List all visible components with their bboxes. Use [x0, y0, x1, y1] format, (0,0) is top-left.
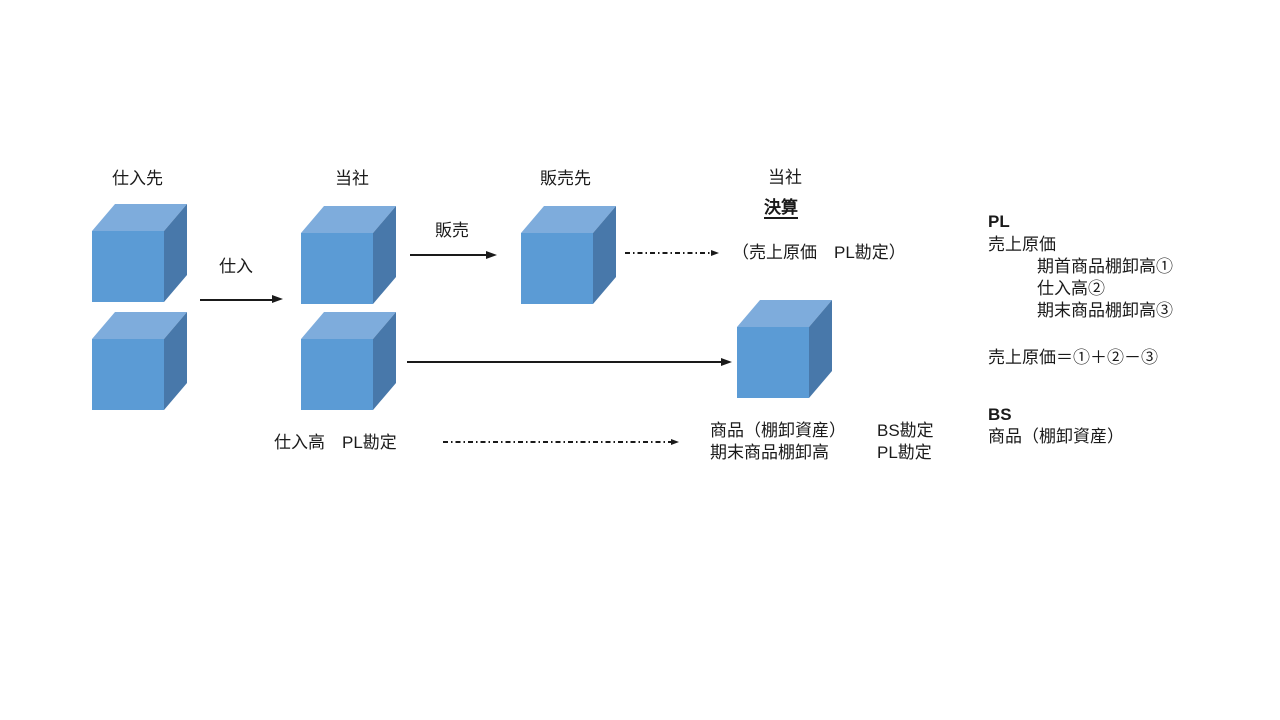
inventory-arrow-line	[407, 361, 722, 363]
inventory-row-account: BS勘定	[877, 421, 934, 440]
cogs-dashdot-head-icon	[711, 249, 719, 256]
pl-header: PL	[988, 212, 1010, 231]
cube-front-face	[92, 231, 164, 302]
sales-arrow-line	[410, 254, 487, 256]
company-label: 当社	[335, 169, 369, 188]
company-cube-2	[301, 312, 396, 410]
inventory-row: 商品（棚卸資産） BS勘定	[710, 420, 934, 442]
sales-arrow-head-icon	[486, 250, 497, 259]
pl-subitem-closing-inventory: 期末商品棚卸高③	[1037, 301, 1173, 320]
cube-front-face	[92, 339, 164, 410]
pl-subitem-opening-inventory: 期首商品棚卸高①	[1037, 257, 1173, 276]
cube-top-face	[92, 312, 187, 339]
supplier-cube-2	[92, 312, 187, 410]
cube-side-face	[593, 206, 616, 304]
cube-top-face	[92, 204, 187, 231]
pl-subitem-purchases: 仕入高②	[1037, 279, 1105, 298]
cube-front-face	[301, 339, 373, 410]
cube-top-face	[521, 206, 616, 233]
supplier-cube-1	[92, 204, 187, 302]
cube-side-face	[373, 206, 396, 304]
sales-arrow-label: 販売	[435, 221, 469, 240]
inventory-row-name: 商品（棚卸資産）	[710, 421, 846, 440]
cube-side-face	[164, 312, 187, 410]
supplier-label: 仕入先	[112, 169, 163, 188]
pl-item-cogs: 売上原価	[988, 235, 1056, 254]
inventory-row: 期末商品棚卸高 PL勘定	[710, 442, 934, 464]
cube-front-face	[737, 327, 809, 398]
inventory-arrow-head-icon	[721, 357, 732, 366]
customer-cube	[521, 206, 616, 304]
cube-top-face	[301, 206, 396, 233]
bs-header: BS	[988, 405, 1012, 424]
cogs-dashdot-line	[625, 252, 712, 254]
purchase-arrow-line	[200, 299, 273, 301]
bs-item-inventory: 商品（棚卸資産）	[988, 427, 1124, 446]
cube-front-face	[301, 233, 373, 304]
purchase-dashdot-line	[443, 441, 672, 443]
purchase-arrow-head-icon	[272, 295, 283, 304]
company-cube-1	[301, 206, 396, 304]
cogs-note: （売上原価 PL勘定）	[732, 243, 906, 262]
purchase-arrow-label: 仕入	[219, 257, 253, 276]
customer-label: 販売先	[540, 169, 591, 188]
closing-inventory-cube	[737, 300, 832, 398]
cube-side-face	[164, 204, 187, 302]
closing-label: 決算	[764, 198, 798, 217]
closing-company-label: 当社	[768, 168, 802, 187]
cube-side-face	[809, 300, 832, 398]
cube-side-face	[373, 312, 396, 410]
purchase-account-note: 仕入高 PL勘定	[274, 433, 397, 452]
cogs-formula: 売上原価＝①＋②－③	[988, 348, 1158, 367]
cube-top-face	[301, 312, 396, 339]
cube-top-face	[737, 300, 832, 327]
cube-front-face	[521, 233, 593, 304]
inventory-account-block: 商品（棚卸資産） BS勘定 期末商品棚卸高 PL勘定	[710, 420, 934, 464]
purchase-dashdot-head-icon	[671, 438, 679, 445]
inventory-row-account: PL勘定	[877, 443, 932, 462]
inventory-row-name: 期末商品棚卸高	[710, 443, 829, 462]
